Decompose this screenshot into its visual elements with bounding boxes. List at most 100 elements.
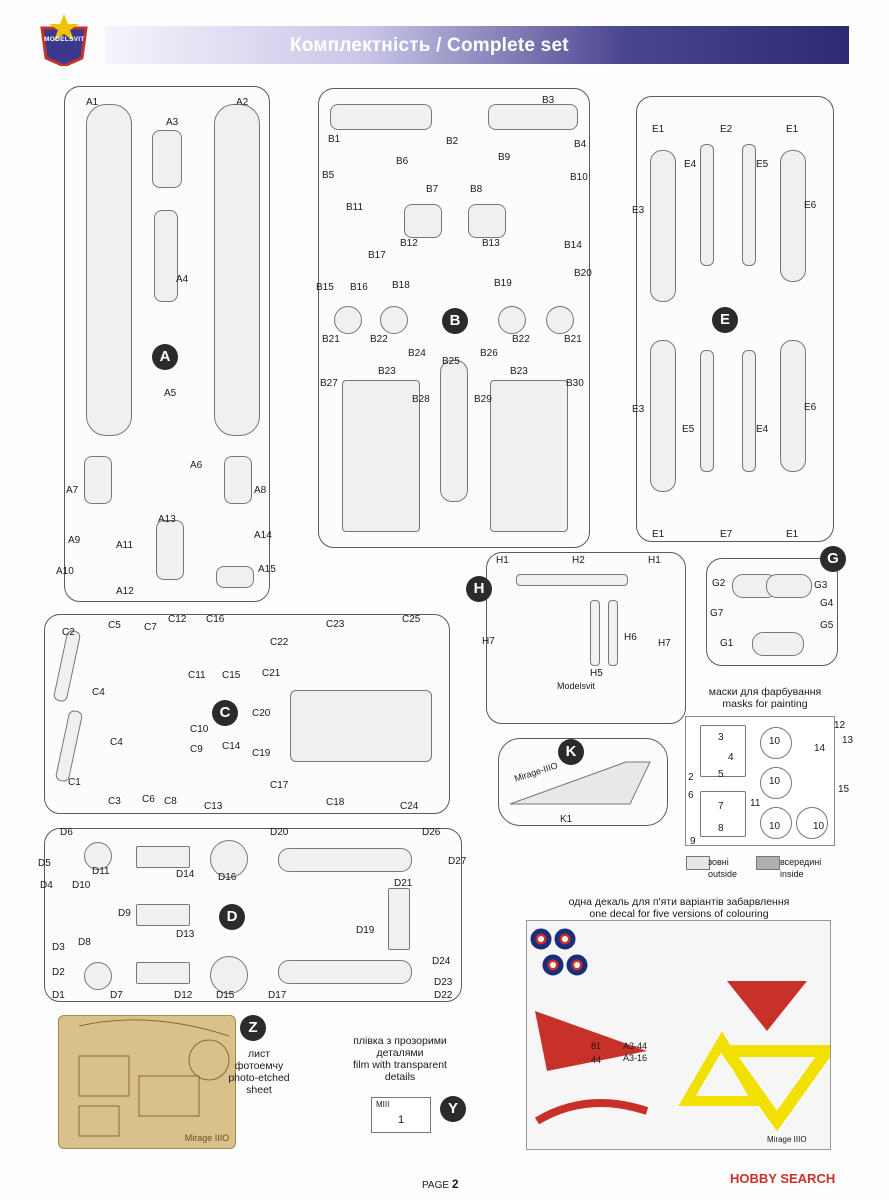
- part-h6: [590, 600, 600, 666]
- label-d12: D12: [174, 990, 193, 1001]
- film-label: MIII: [376, 1100, 390, 1109]
- part-b30-wing: [490, 380, 568, 532]
- legend-inside-swatch: [756, 856, 780, 870]
- part-b12: [404, 204, 442, 238]
- canopy-part-k1: [509, 761, 651, 805]
- label-a8: A8: [254, 485, 267, 496]
- label-c14: C14: [222, 741, 241, 752]
- label-b3: B3: [542, 95, 555, 106]
- label-a15: A15: [258, 564, 276, 575]
- label-a11: A11: [116, 540, 134, 551]
- part-d12: [136, 962, 190, 984]
- mask-wheel-1: [760, 727, 792, 759]
- label-d10: D10: [72, 880, 91, 891]
- part-h6-b: [608, 600, 618, 666]
- part-a15: [216, 566, 254, 588]
- label-d23: D23: [434, 977, 453, 988]
- photo-etch-plate-text: Mirage IIIO: [184, 1133, 230, 1143]
- page-footer: PAGE 2: [422, 1177, 459, 1191]
- decal-footer-label: Mirage IIIO: [767, 1135, 807, 1144]
- mask-wheel-3: [760, 807, 792, 839]
- label-d19: D19: [356, 925, 375, 936]
- part-a2-fuselage-half: [214, 104, 260, 436]
- label-c17: C17: [270, 780, 289, 791]
- watermark: HOBBY SEARCH: [730, 1171, 836, 1186]
- label-c11: C11: [188, 670, 206, 681]
- mask-num-10a: 10: [769, 736, 781, 747]
- label-b24: B24: [408, 348, 426, 359]
- label-c6: C6: [142, 794, 155, 805]
- label-b22: B22: [370, 334, 388, 345]
- label-d11: D11: [92, 866, 110, 877]
- page-label: PAGE: [422, 1180, 450, 1191]
- label-a13: A13: [158, 514, 176, 525]
- label-b30: B30: [566, 378, 584, 389]
- part-b25-fuel-tank: [440, 360, 468, 502]
- sprue-d-letter: D: [219, 904, 245, 930]
- part-d17-pylon: [278, 960, 412, 984]
- label-a14: A14: [254, 530, 272, 541]
- part-b3-wing-panel: [488, 104, 578, 130]
- part-c20-cockpit-tub: [290, 690, 432, 762]
- label-c9: C9: [190, 744, 203, 755]
- label-b27: B27: [320, 378, 338, 389]
- mask-wheel-2: [760, 767, 792, 799]
- label-a12: A12: [116, 586, 134, 597]
- part-d20-pylon: [278, 848, 412, 872]
- mask-rear-window: [700, 791, 746, 837]
- label-d2: D2: [52, 967, 65, 978]
- label-c13: C13: [204, 801, 223, 812]
- label-b12: B12: [400, 238, 418, 249]
- label-c15: C15: [222, 670, 241, 681]
- label-b7: B7: [426, 184, 439, 195]
- label-b26: B26: [480, 348, 498, 359]
- label-b14: B14: [564, 240, 582, 251]
- sprue-g-letter: G: [820, 546, 846, 572]
- mask-num-10c: 10: [769, 821, 781, 832]
- label-c5: C5: [108, 620, 121, 631]
- label-c3: C3: [108, 796, 121, 807]
- label-c18: C18: [326, 797, 345, 808]
- label-e1: E1: [652, 124, 665, 135]
- label-c24: C24: [400, 801, 419, 812]
- part-d13: [136, 904, 190, 926]
- label-b21-2: B21: [564, 334, 582, 345]
- label-h6: H6: [624, 632, 637, 643]
- masks-title: маски для фарбування masks for painting: [708, 686, 822, 710]
- label-h1: H1: [496, 555, 509, 566]
- label-e4-2: E4: [756, 424, 769, 435]
- legend-outside-swatch: [686, 856, 710, 870]
- part-b21-wheel: [334, 306, 362, 334]
- mask-num-3: 3: [718, 732, 724, 743]
- label-e1-2: E1: [786, 124, 799, 135]
- part-b22-wheel: [380, 306, 408, 334]
- part-b1-wing-panel: [330, 104, 432, 130]
- label-a7: A7: [66, 485, 79, 496]
- sprue-h-letter: H: [466, 576, 492, 602]
- label-g4: G4: [820, 598, 834, 609]
- masks-sheet: [685, 716, 835, 846]
- decal-code-44: 44: [591, 1055, 602, 1065]
- sprue-z-letter: Z: [240, 1015, 266, 1041]
- part-e4-missile: [700, 144, 714, 266]
- label-b25: B25: [442, 356, 460, 367]
- legend-inside-text: всередині inside: [780, 857, 822, 879]
- part-g1: [752, 632, 804, 656]
- label-d15: D15: [216, 990, 235, 1001]
- label-d9: D9: [118, 908, 131, 919]
- label-g2: G2: [712, 578, 726, 589]
- label-b8: B8: [470, 184, 483, 195]
- label-d13: D13: [176, 929, 195, 940]
- label-d6: D6: [60, 827, 73, 838]
- part-a1-fuselage-half: [86, 104, 132, 436]
- mask-num-12: 12: [834, 720, 846, 731]
- part-b27-wing: [342, 380, 420, 532]
- part-e6-tank: [780, 150, 806, 282]
- label-c2: C2: [62, 627, 75, 638]
- label-d1: D1: [52, 990, 65, 1001]
- label-d24: D24: [432, 956, 451, 967]
- mask-num-5: 5: [718, 769, 724, 780]
- decal-code-a3-16: A3-16: [623, 1053, 648, 1063]
- label-c16: C16: [206, 614, 225, 625]
- label-b20: B20: [574, 268, 592, 279]
